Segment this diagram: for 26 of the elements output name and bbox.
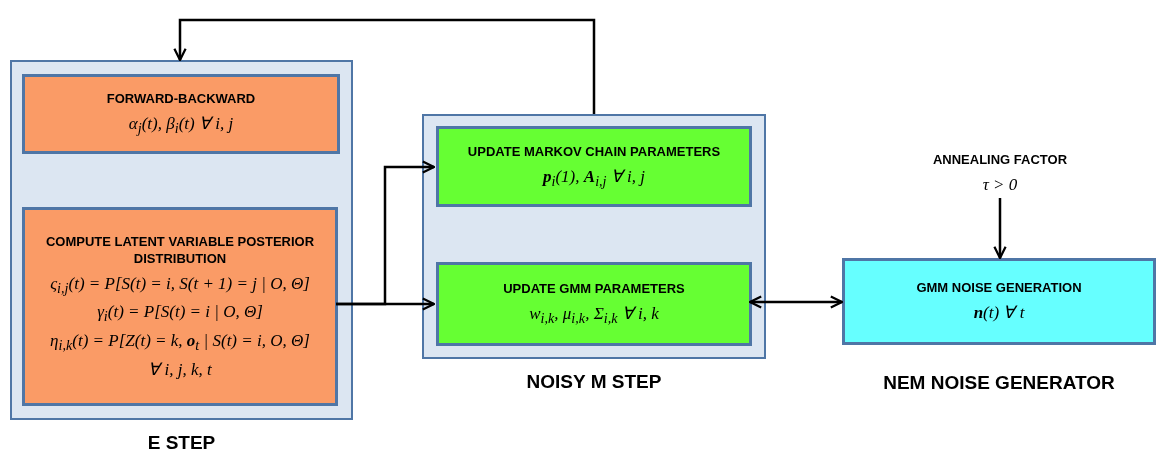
process-box xyxy=(436,126,752,207)
process-box xyxy=(436,262,752,346)
formula-text: ς$_{i,j}$(t) = P[S(t) = i, S(t + 1) = j | O, Θ] xyxy=(50,273,310,297)
process-box xyxy=(22,74,340,154)
box-title: COMPUTE LATENT VARIABLE POSTERIOR DISTRIBUTION xyxy=(44,233,316,268)
box-title: UPDATE GMM PARAMETERS xyxy=(503,281,685,299)
formula-text: γ$_{i}$(t) = P[S(t) = i | O, Θ] xyxy=(97,302,263,325)
caption-text: NEM NOISE GENERATOR xyxy=(882,372,1116,394)
box-title: UPDATE MARKOV CHAIN PARAMETERS xyxy=(467,143,721,161)
process-box xyxy=(22,207,338,406)
formula-text: α$_{j}$(t), β$_{i}$(t) ∀ i, j xyxy=(128,114,234,137)
formula-text: n(t) ∀ t xyxy=(973,303,1025,323)
box-title: ANNEALING FACTOR xyxy=(932,151,1068,169)
box-title: GMM NOISE GENERATION xyxy=(916,280,1082,298)
formula-text: τ > 0 xyxy=(982,174,1018,195)
group-title: E STEP xyxy=(146,432,217,454)
formula-text: ∀ i, j, k, t xyxy=(148,359,212,380)
box-title: FORWARD-BACKWARD xyxy=(106,91,256,109)
group-title: NOISY M STEP xyxy=(525,371,663,393)
arrow xyxy=(748,295,844,309)
formula-text: η$_{i,k}$(t) = P[Z(t) = k, o$_{t}$ | S(t) = i, O, Θ] xyxy=(50,330,310,354)
arrow xyxy=(993,198,1007,260)
arrow xyxy=(336,297,436,311)
arrow xyxy=(173,18,596,114)
formula-text: p$_{i}$(1), A$_{i,j}$ ∀ i, j xyxy=(543,166,645,190)
formula-text: w$_{i,k}$, μ$_{i,k}$, Σ$_{i,k}$ ∀ i, k xyxy=(529,304,659,327)
